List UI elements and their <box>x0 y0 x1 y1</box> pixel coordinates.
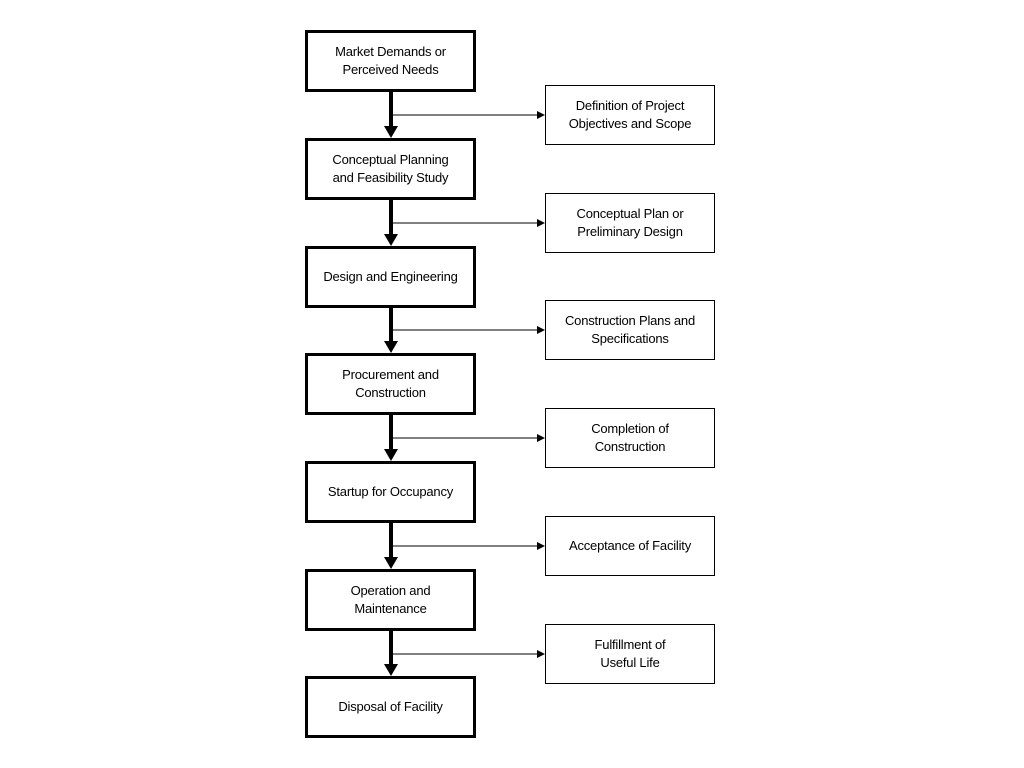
stage-box-5: Startup for Occupancy <box>305 461 476 523</box>
outcome-box-6: Fulfillment of Useful Life <box>545 624 715 684</box>
stage-arrowhead-1 <box>384 126 398 138</box>
stage-arrowhead-6 <box>384 664 398 676</box>
stage-box-7: Disposal of Facility <box>305 676 476 738</box>
outcome-box-4: Completion of Construction <box>545 408 715 468</box>
stage-box-4: Procurement and Construction <box>305 353 476 415</box>
outcome-box-1: Definition of Project Objectives and Sco… <box>545 85 715 145</box>
stage-box-3: Design and Engineering <box>305 246 476 308</box>
stage-arrowhead-4 <box>384 449 398 461</box>
stage-arrowhead-3 <box>384 341 398 353</box>
outcome-box-3: Construction Plans and Specifications <box>545 300 715 360</box>
stage-box-2: Conceptual Planning and Feasibility Stud… <box>305 138 476 200</box>
stage-arrowhead-2 <box>384 234 398 246</box>
stage-box-6: Operation and Maintenance <box>305 569 476 631</box>
stage-box-1: Market Demands or Perceived Needs <box>305 30 476 92</box>
stage-arrowhead-5 <box>384 557 398 569</box>
outcome-box-2: Conceptual Plan or Preliminary Design <box>545 193 715 253</box>
outcome-box-5: Acceptance of Facility <box>545 516 715 576</box>
